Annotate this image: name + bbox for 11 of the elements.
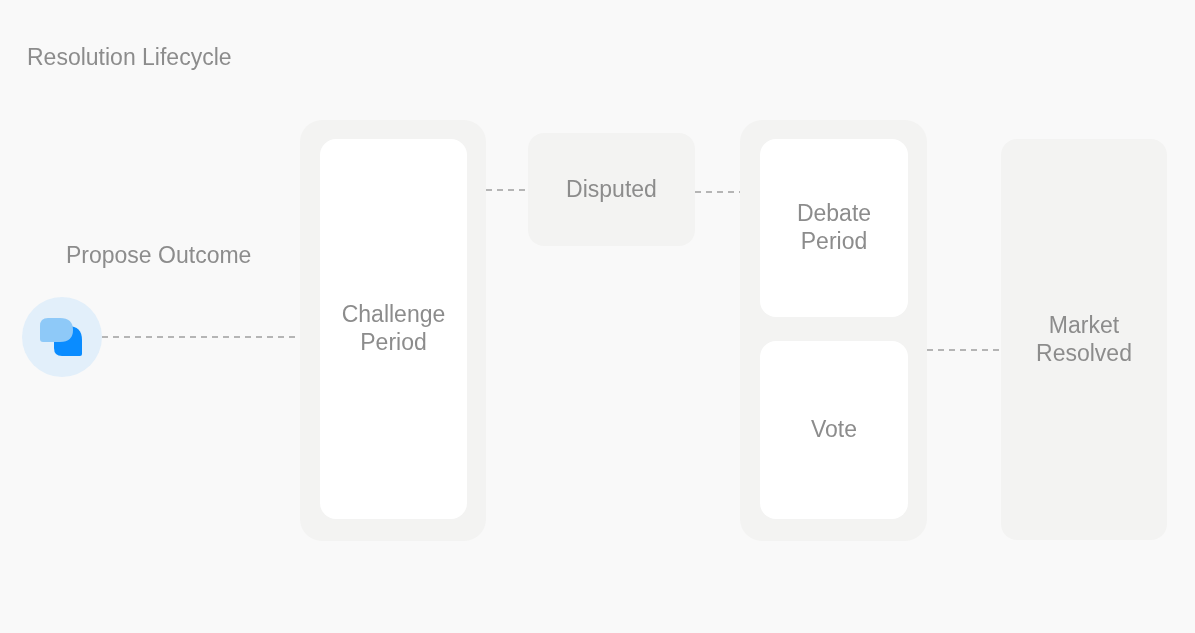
node-label: Disputed	[566, 175, 657, 204]
dashed-connector	[926, 349, 1002, 351]
node-label: Challenge Period	[340, 301, 447, 357]
node-label: Debate Period	[795, 200, 873, 256]
stage-panel	[300, 120, 486, 541]
diagram-title: Resolution Lifecycle	[27, 44, 232, 72]
step-label: Propose Outcome	[66, 242, 252, 270]
node-label: Vote	[810, 416, 857, 444]
node-label: Market Resolved	[1035, 311, 1133, 368]
stage-box	[528, 133, 695, 246]
stage-panel	[740, 120, 927, 541]
